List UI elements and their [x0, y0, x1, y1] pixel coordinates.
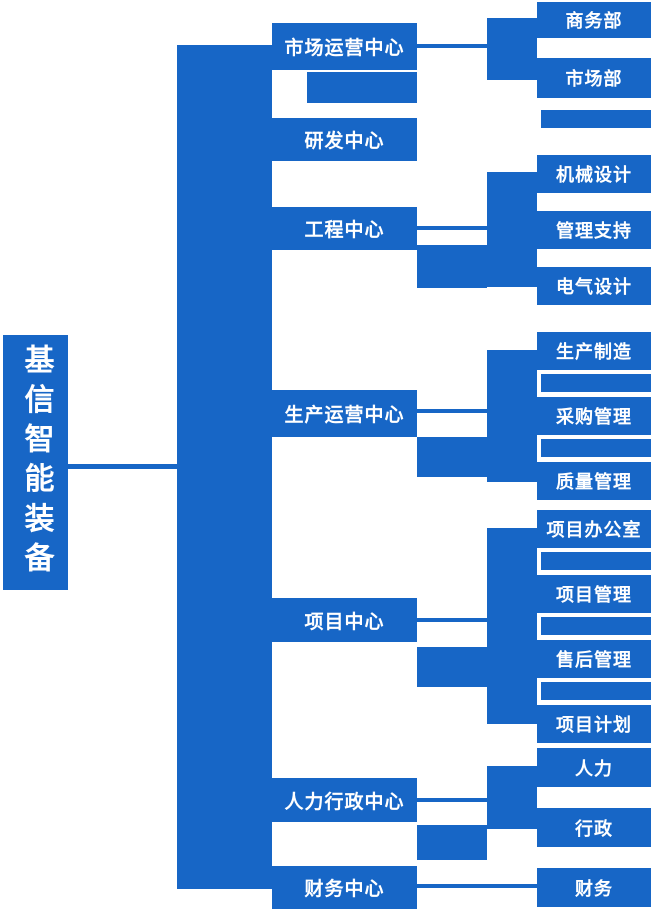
node-engineering-center: 工程中心 [272, 207, 417, 250]
shadow-block [417, 437, 487, 477]
node-project-management: 项目管理 [537, 575, 651, 613]
node-electrical-design: 电气设计 [537, 267, 651, 305]
node-project-office: 项目办公室 [537, 510, 651, 548]
shadow-strip [541, 552, 651, 570]
node-marketing-operations-center: 市场运营中心 [272, 23, 417, 70]
shadow-strip [541, 682, 651, 700]
node-finance-center: 财务中心 [272, 866, 417, 909]
connector-line [417, 44, 487, 48]
node-quality-management: 质量管理 [537, 462, 651, 500]
node-mechanical-design: 机械设计 [537, 155, 651, 193]
shadow-block [417, 245, 487, 288]
subtrunk-bar [487, 18, 537, 80]
node-project-center: 项目中心 [272, 598, 417, 642]
node-after-sales-management: 售后管理 [537, 640, 651, 678]
connector-line [417, 226, 487, 230]
root-connector [68, 464, 177, 469]
node-market-dept: 市场部 [537, 58, 651, 98]
connector-line [417, 884, 537, 888]
node-production-manufacturing: 生产制造 [537, 332, 651, 370]
node-hr-dept: 人力 [537, 748, 651, 787]
subtrunk-bar [487, 766, 537, 829]
trunk-bar [177, 45, 272, 889]
shadow-block [417, 825, 487, 860]
node-management-support: 管理支持 [537, 211, 651, 249]
node-procurement-management: 采购管理 [537, 397, 651, 435]
node-production-operations-center: 生产运营中心 [272, 390, 417, 437]
node-project-planning: 项目计划 [537, 705, 651, 743]
root-node: 基信智能装备 [3, 335, 68, 590]
node-admin-dept: 行政 [537, 808, 651, 847]
shadow-strip [541, 374, 651, 392]
shadow-block [417, 647, 487, 687]
shadow-strip [541, 439, 651, 457]
node-business-dept: 商务部 [537, 2, 651, 38]
connector-line [417, 618, 487, 622]
node-finance-dept: 财务 [537, 868, 651, 907]
shadow-block [307, 72, 417, 103]
connector-line [417, 798, 487, 802]
shadow-strip [541, 617, 651, 635]
connector-line [417, 409, 487, 413]
subtrunk-bar [487, 528, 537, 724]
node-hr-admin-center: 人力行政中心 [272, 778, 417, 822]
subtrunk-bar [487, 350, 537, 482]
subtrunk-bar [487, 172, 537, 287]
node-rd-center: 研发中心 [272, 118, 417, 161]
shadow-strip [541, 110, 651, 128]
